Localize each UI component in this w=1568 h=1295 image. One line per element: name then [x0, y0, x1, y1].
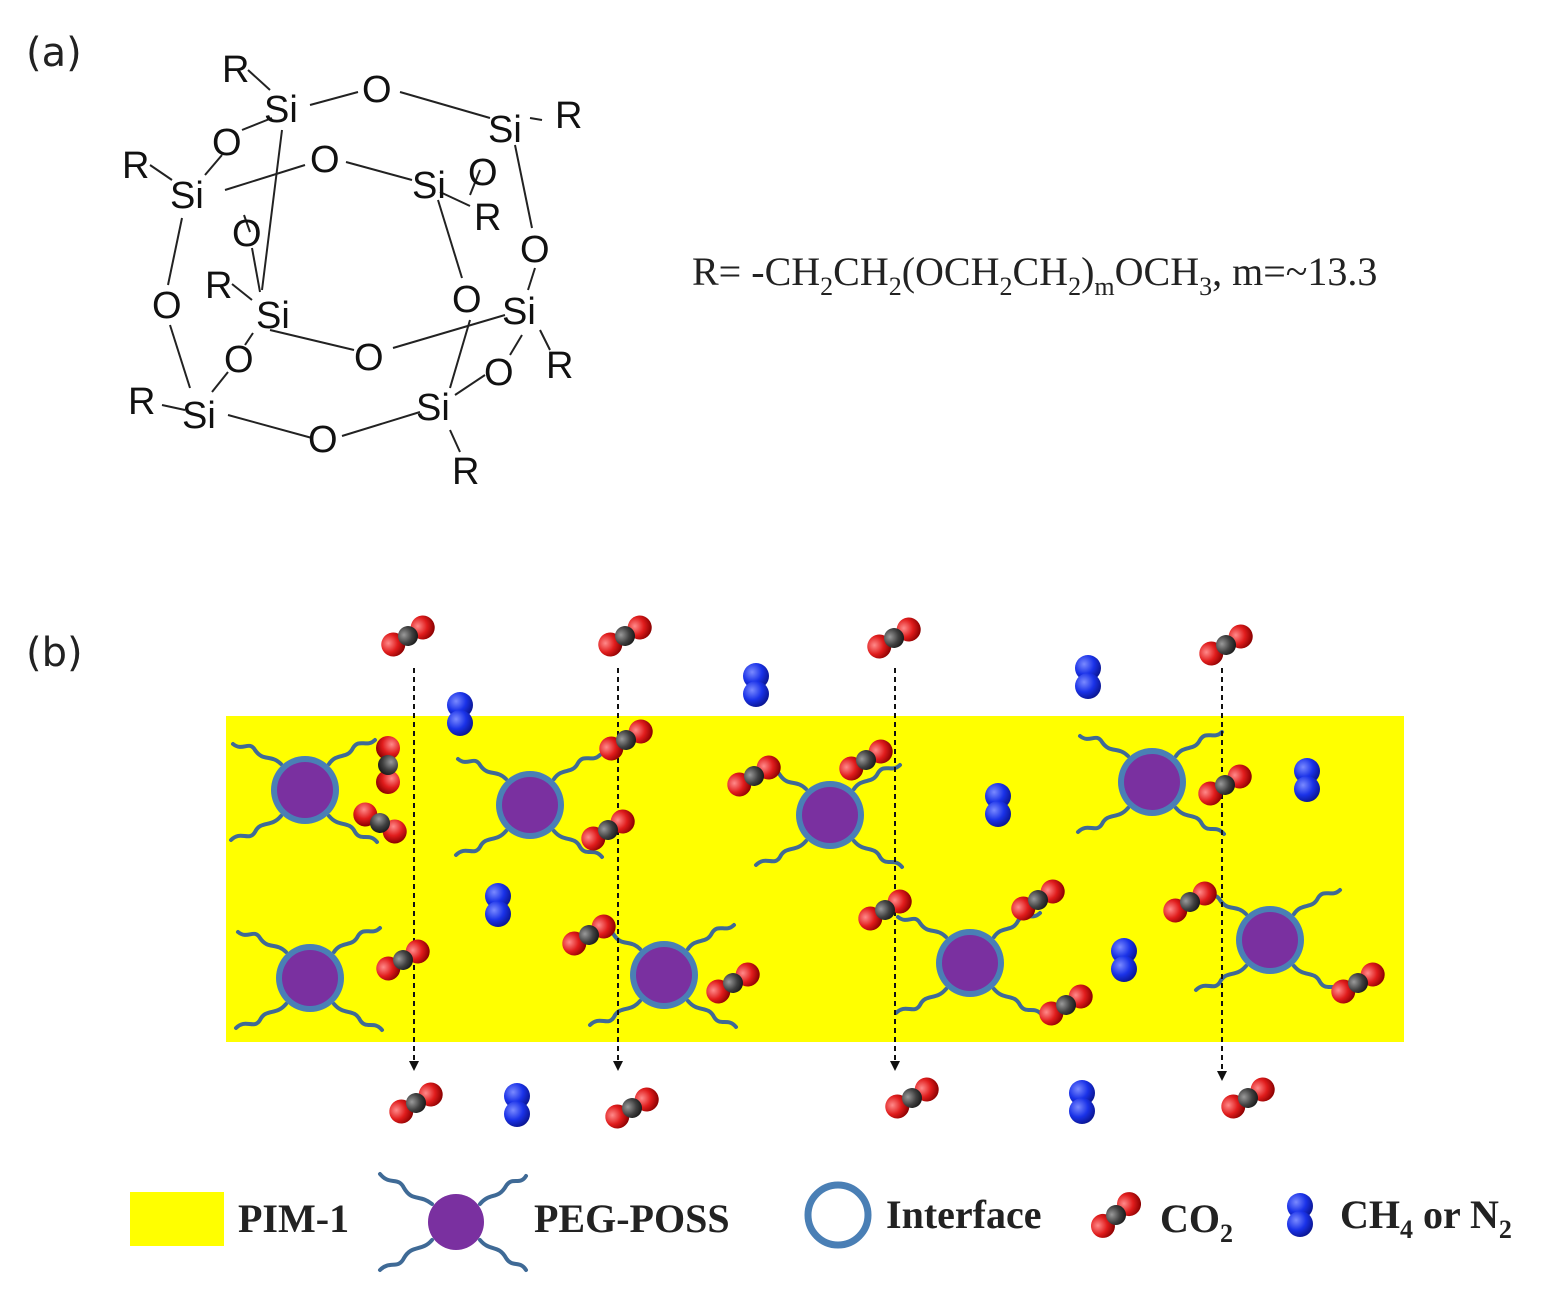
gas-molecule: [1294, 758, 1320, 802]
panel-b-label: (b): [26, 630, 83, 676]
gas-molecule: [1075, 655, 1101, 699]
co2-molecule: [1194, 620, 1258, 670]
gas-molecule: [485, 883, 511, 927]
cage-atoms: Si Si Si Si Si Si Si Si O O O O O O O O …: [122, 49, 582, 493]
silicon-atom: Si: [412, 165, 446, 207]
pim1-membrane: [226, 716, 1404, 1042]
co2-molecule: [384, 1078, 448, 1128]
oxygen-atom: O: [232, 213, 262, 255]
co2-molecule: [600, 1083, 664, 1133]
r-group: R: [205, 265, 232, 307]
oxygen-atom: O: [520, 229, 550, 271]
oxygen-atom: O: [308, 419, 338, 461]
legend-gas-icon: [1287, 1193, 1313, 1237]
r-group: R: [546, 345, 573, 387]
gas-molecule: [1111, 938, 1137, 982]
gas-molecule: [985, 783, 1011, 827]
silicon-atom: Si: [502, 291, 536, 333]
co2-molecule: [862, 613, 926, 663]
co2-molecule: [376, 611, 440, 661]
r-group: R: [452, 451, 479, 493]
silicon-atom: Si: [182, 395, 216, 437]
oxygen-atom: O: [224, 339, 254, 381]
oxygen-atom: O: [468, 152, 498, 194]
gas-molecule: [1069, 1080, 1095, 1124]
legend-co2-icon: [1086, 1187, 1146, 1243]
silicon-atom: Si: [488, 109, 522, 151]
oxygen-atom: O: [152, 285, 182, 327]
r-group: R: [555, 95, 582, 137]
oxygen-atom: O: [310, 139, 340, 181]
legend-peg-poss-label: PEG-POSS: [534, 1196, 730, 1241]
legend-pim1-label: PIM-1: [238, 1196, 349, 1241]
gas-molecule: [504, 1083, 530, 1127]
oxygen-atom: O: [362, 69, 392, 111]
cage-bonds: [149, 69, 551, 453]
gas-molecule: [447, 692, 473, 736]
silicon-atom: Si: [264, 89, 298, 131]
gas-molecule: [743, 663, 769, 707]
silicon-atom: Si: [170, 175, 204, 217]
r-group: R: [128, 381, 155, 423]
co2-molecule: [1216, 1073, 1280, 1123]
r-group-formula: R= -CH2CH2(OCH2CH2)mOCH3, m=~13.3: [692, 249, 1378, 301]
oxygen-atom: O: [452, 279, 482, 321]
co2-molecule: [880, 1073, 944, 1123]
co2-molecule: [376, 736, 400, 794]
panel-a-label: (a): [26, 30, 82, 76]
poss-cage-structure: Si Si Si Si Si Si Si Si O O O O O O O O …: [122, 49, 582, 493]
co2-molecule: [593, 611, 657, 661]
legend-interface-label: Interface: [886, 1192, 1041, 1237]
legend-pim1-swatch: [130, 1192, 224, 1246]
legend: PIM-1 PEG-POSS Interface CO2 CH4 or N2: [130, 1172, 1512, 1272]
r-group: R: [122, 145, 149, 187]
r-group: R: [474, 197, 501, 239]
oxygen-atom: O: [354, 337, 384, 379]
legend-interface-ring: [804, 1181, 872, 1249]
silicon-atom: Si: [256, 295, 290, 337]
silicon-atom: Si: [416, 387, 450, 429]
r-group: R: [222, 49, 249, 91]
oxygen-atom: O: [484, 352, 514, 394]
legend-co2-label: CO2: [1160, 1196, 1233, 1248]
oxygen-atom: O: [212, 122, 242, 164]
legend-peg-poss-symbol: [378, 1172, 528, 1272]
legend-gas-label: CH4 or N2: [1340, 1192, 1512, 1244]
